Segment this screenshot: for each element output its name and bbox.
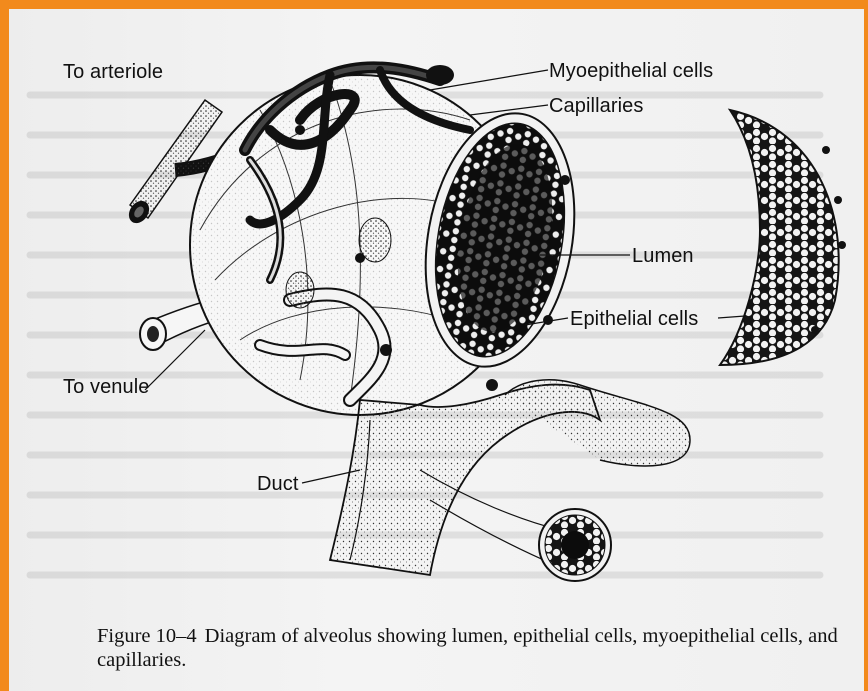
- figure-number: Figure 10–4: [97, 625, 197, 647]
- label-lumen: Lumen: [632, 245, 694, 268]
- book-page: To arteriole Myoepithelial cells Capilla…: [9, 9, 864, 691]
- label-myoepithelial-cells: Myoepithelial cells: [549, 60, 713, 83]
- label-to-arteriole: To arteriole: [63, 61, 163, 84]
- duct-vessel: [330, 380, 690, 581]
- alveolus-diagram: [9, 9, 864, 691]
- label-to-venule: To venule: [63, 376, 150, 399]
- label-duct: Duct: [257, 473, 299, 496]
- epithelial-inset-section: [720, 110, 846, 365]
- label-epithelial-cells: Epithelial cells: [570, 308, 698, 331]
- caption-text: Diagram of alveolus showing lumen, epith…: [97, 625, 838, 671]
- label-capillaries: Capillaries: [549, 95, 643, 118]
